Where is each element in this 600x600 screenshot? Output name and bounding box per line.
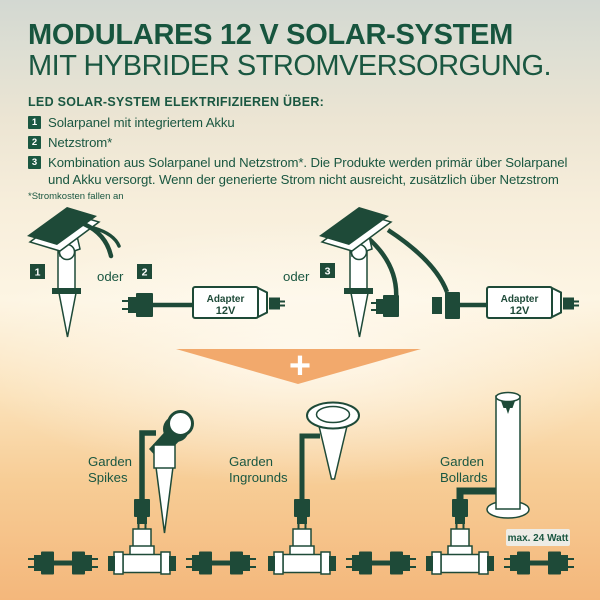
adapter-label: Adapter	[501, 294, 539, 305]
hybrid-coupler-icon	[432, 292, 489, 319]
option-text: Solarpanel mit integriertem Akku	[48, 115, 235, 130]
light-plug-icon	[133, 498, 151, 531]
option-item-1: 1 Solarpanel mit integriertem Akku	[28, 114, 568, 131]
adapter-12v-box-2: Adapter 12V	[486, 286, 580, 319]
garden-spike-light	[133, 410, 194, 534]
page-subtitle: MIT HYBRIDER STROMVERSORGUNG.	[28, 50, 552, 82]
product-label-garden-ingrounds: Ingrounds	[229, 470, 288, 485]
max-watt-label: max. 24 Watt	[508, 533, 569, 544]
adapter-voltage-label: 12V	[510, 305, 530, 317]
bulb-icon	[501, 401, 515, 414]
garden-bollard-light	[451, 391, 530, 531]
product-label-garden-bollards: Bollards	[440, 470, 488, 485]
product-label-garden-spikes: Spikes	[88, 470, 128, 485]
cable-segment	[185, 550, 257, 576]
loose-cable-icon	[81, 221, 114, 259]
cable-segment	[345, 550, 417, 576]
or-label: oder	[283, 269, 310, 284]
adapter-label: Adapter	[207, 294, 245, 305]
merge-triangle	[176, 349, 421, 384]
garden-inground-light	[293, 401, 360, 531]
footnote: *Stromkosten fallen an	[28, 191, 124, 202]
lead-text: LED SOLAR-SYSTEM ELEKTRIFIZIEREN ÜBER:	[28, 95, 325, 109]
adapter-12v-box-1: Adapter 12V	[192, 286, 286, 319]
light-plug-icon	[451, 498, 469, 531]
diagram-badge-2-label: 2	[142, 267, 148, 279]
adapter-voltage-label: 12V	[216, 305, 236, 317]
light-plug-icon	[293, 498, 311, 531]
max-watt-badge	[506, 529, 570, 546]
product-label-garden-spikes: Garden	[88, 454, 132, 469]
option-number-badge: 1	[28, 116, 41, 129]
option-text: Netzstrom*	[48, 135, 113, 150]
plus-icon: +	[289, 345, 311, 387]
diagram-badge-3	[320, 263, 335, 278]
t-connector	[107, 528, 177, 575]
product-label-garden-ingrounds: Garden	[229, 454, 273, 469]
option-number-badge: 3	[28, 156, 41, 169]
page-title: MODULARES 12 V SOLAR-SYSTEM	[28, 19, 513, 51]
product-label-garden-bollards: Garden	[440, 454, 484, 469]
loose-cable-icon	[92, 226, 121, 248]
solar-spike-illustration-2	[318, 206, 489, 338]
diagram-badge-1	[30, 264, 45, 279]
mains-plug-icon	[122, 293, 194, 317]
t-connector	[267, 528, 337, 575]
option-item-2: 2 Netzstrom*	[28, 134, 568, 151]
mains-plug-icon	[371, 295, 399, 317]
option-item-3: 3 Kombination aus Solarpanel und Netzstr…	[28, 154, 568, 188]
option-number-badge: 2	[28, 136, 41, 149]
diagram-badge-1-label: 1	[35, 267, 41, 279]
diagram-badge-2	[137, 264, 152, 279]
or-label: oder	[97, 269, 124, 284]
t-connector	[425, 528, 495, 575]
option-list: 1 Solarpanel mit integriertem Akku 2 Net…	[28, 114, 568, 202]
option-text: Kombination aus Solarpanel und Netzstrom…	[48, 155, 568, 187]
cable-segment	[27, 550, 99, 576]
solar-spike-illustration-1	[26, 206, 121, 338]
diagram-badge-3-label: 3	[325, 266, 331, 278]
cable-segment	[503, 550, 575, 576]
